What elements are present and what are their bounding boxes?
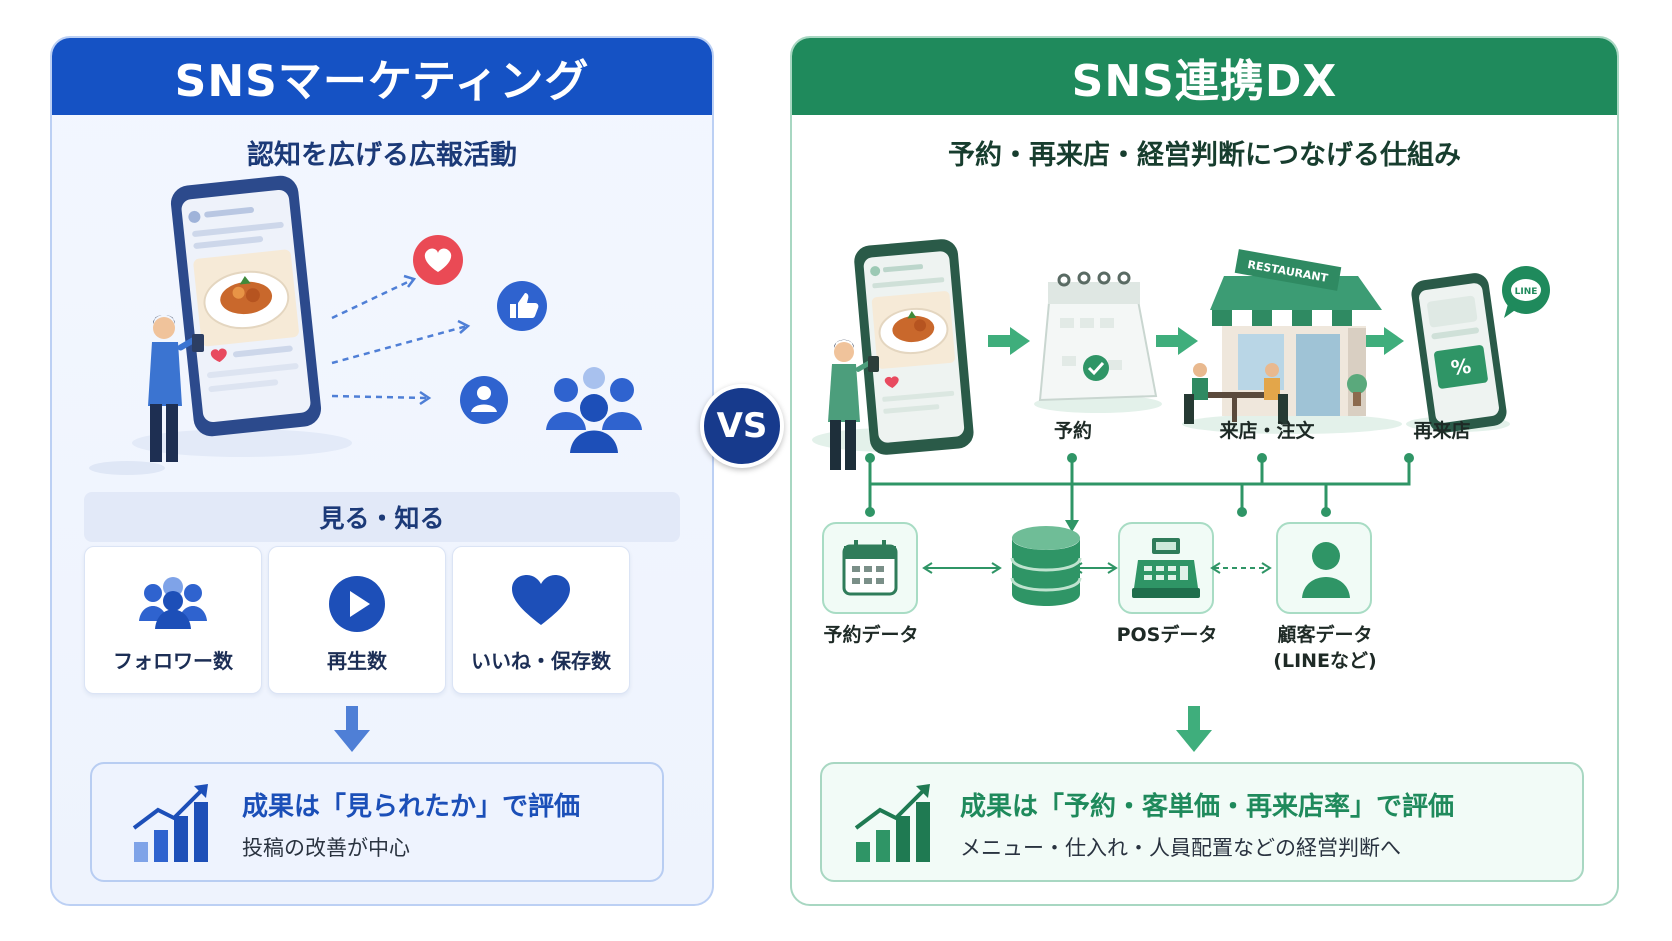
user-profile-icon [460,376,508,424]
reservation-data-label: 予約データ [823,624,919,646]
step-revisit-label: 再来店 [1413,420,1471,442]
down-arrow-icon [334,706,370,752]
line-badge: LINE [1515,287,1538,297]
smartphone-icon [854,239,974,455]
dx-result-title: 成果は「予約・客単価・再来店率」で評価 [960,792,1455,822]
sns-dx-subtitle: 予約・再来店・経営判断につなげる仕組み [948,140,1461,171]
pos-data-box [1118,522,1214,614]
reservation-calendar-icon [1034,271,1162,413]
see-know-header: 見る・知る [84,492,680,542]
step-visit-order-label: 来店・注文 [1219,420,1315,442]
flow-arrow-icon [988,327,1404,355]
vs-badge: VS [700,384,784,468]
metric-likes-saves: いいね・保存数 [452,546,630,694]
customer-icon [1302,542,1350,598]
marketing-result-text: 投稿の改善が中心 [242,836,410,860]
coupon-mark: % [1449,354,1472,381]
customer-data-box [1276,522,1372,614]
marketing-result-title: 成果は「見られたか」で評価 [242,792,581,822]
dx-flow-illustration: RESTAURANT [812,239,1550,470]
like-heart-icon [413,235,463,285]
sns-dx-header: SNS連携DX [792,38,1617,115]
followers-icon [139,577,207,629]
person-with-phone-icon [148,315,204,462]
smartphone-icon [170,175,322,437]
dx-result-box: 成果は「予約・客単価・再来店率」で評価 メニュー・仕入れ・人員配置などの経営判断… [820,762,1584,882]
pos-register-icon [1132,538,1200,598]
marketing-result-box: 成果は「見られたか」で評価 投稿の改善が中心 [90,762,664,882]
sns-marketing-panel: SNSマーケティング 認知を広げる広報活動 [50,36,714,906]
metric-plays: 再生数 [268,546,446,694]
sns-marketing-subtitle: 認知を広げる広報活動 [247,140,517,171]
restaurant-icon: RESTAURANT [1182,249,1402,434]
person-with-phone-icon [828,339,879,470]
sns-marketing-header: SNSマーケティング [52,38,712,115]
coupon-phone-icon: % LINE [1406,266,1550,433]
customer-data-label: 顧客データ (LINEなど) [1252,622,1398,674]
customer-data-label-main: 顧客データ [1277,624,1373,646]
metric-plays-label: 再生数 [327,649,387,673]
metric-followers-label: フォロワー数 [113,649,233,673]
heart-icon [512,575,570,625]
calendar-data-icon [842,540,898,596]
down-arrow-icon [1176,706,1212,752]
growth-chart-icon [132,784,208,862]
play-icon [329,576,385,632]
sns-dx-panel: SNS連携DX 予約・再来店・経営判断につなげる仕組み [790,36,1619,906]
sns-marketing-title: SNSマーケティング [174,55,590,107]
marketing-illustration [89,175,642,475]
audience-group-icon [546,367,642,453]
reservation-data-box [822,522,918,614]
database-icon [1010,526,1082,606]
step-reservation-label: 予約 [1053,420,1092,442]
metric-followers: フォロワー数 [84,546,262,694]
metric-likes-saves-label: いいね・保存数 [471,649,611,673]
pos-data-label: POSデータ [1116,624,1218,646]
thumbs-up-icon [497,281,547,331]
sns-dx-title: SNS連携DX [1071,55,1338,107]
customer-data-label-note: (LINEなど) [1273,650,1377,672]
growth-chart-icon [854,784,930,862]
dx-result-text: メニュー・仕入れ・人員配置などの経営判断へ [960,836,1401,860]
data-link-arrows [922,562,1272,574]
data-connector-lines [865,453,1414,532]
